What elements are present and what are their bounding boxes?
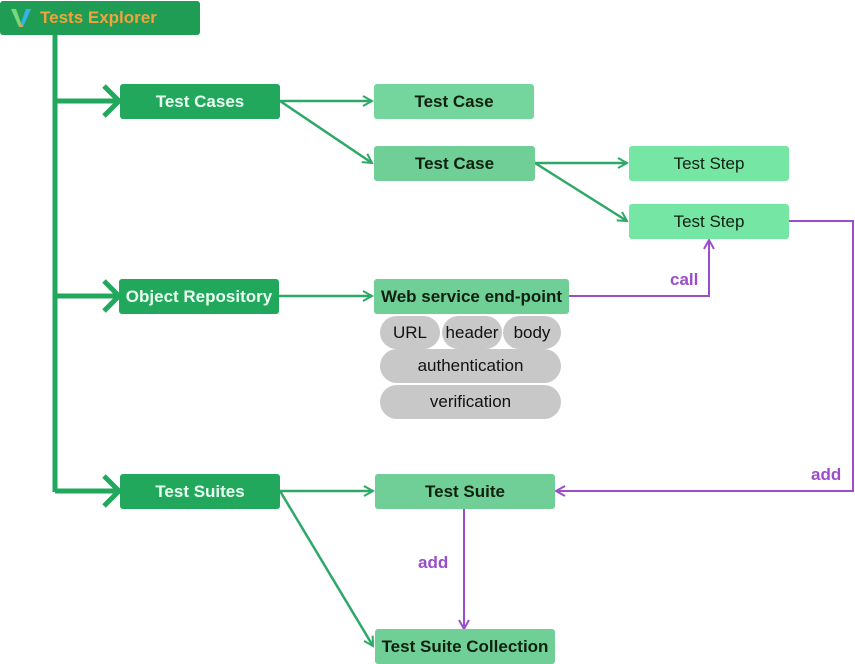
test-cases-node[interactable]: Test Cases <box>120 84 280 119</box>
web-service-endpoint-node[interactable]: Web service end-point <box>374 279 569 314</box>
test-case-node[interactable]: Test Case <box>374 146 535 181</box>
arrow-testcases-to-case2 <box>279 99 372 163</box>
add-label: add <box>811 465 842 484</box>
endpoint-part-body: body <box>503 316 561 349</box>
endpoint-part-url: URL <box>380 316 440 349</box>
test-step-node[interactable]: Test Step <box>629 146 789 181</box>
test-suites-node[interactable]: Test Suites <box>120 474 280 509</box>
endpoint-part-header: header <box>442 316 502 349</box>
test-step-node[interactable]: Test Step <box>629 204 789 239</box>
tests-explorer-header[interactable]: Tests Explorer <box>0 1 200 35</box>
branch-test-suites <box>55 474 123 508</box>
arrow-testsuites-to-collection <box>278 490 375 646</box>
call-label: call <box>670 270 699 289</box>
test-suite-collection-node[interactable]: Test Suite Collection <box>375 629 555 664</box>
endpoint-part-authentication: authentication <box>380 349 561 383</box>
arrow-case2-to-step2 <box>534 161 627 221</box>
arrow-add-right <box>556 220 854 491</box>
katalon-logo-icon <box>11 9 31 27</box>
branch-object-repository <box>55 279 123 313</box>
test-suite-node[interactable]: Test Suite <box>375 474 555 509</box>
test-case-node[interactable]: Test Case <box>374 84 534 119</box>
arrow-call <box>569 240 709 297</box>
branch-test-cases <box>55 84 123 118</box>
object-repository-node[interactable]: Object Repository <box>119 279 279 314</box>
add-label: add <box>418 553 449 572</box>
root-title: Tests Explorer <box>40 8 157 27</box>
endpoint-part-verification: verification <box>380 385 561 419</box>
